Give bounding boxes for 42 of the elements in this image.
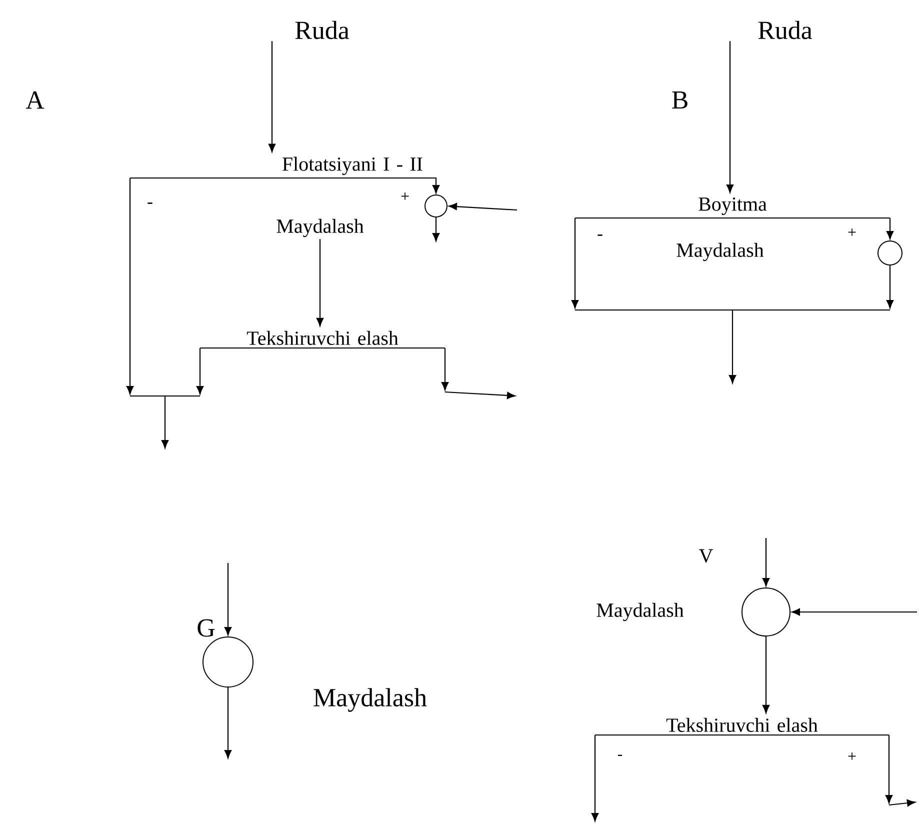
process-label: Maydalash: [676, 242, 764, 262]
node-caption: Maydalash: [314, 688, 427, 712]
flow-arrow: [224, 687, 232, 758]
flow-arrow: [762, 538, 770, 586]
collector-line: [575, 309, 890, 311]
node-caption: Maydalash: [596, 602, 684, 622]
flow-arrow: [885, 735, 916, 807]
flow-arrow: [316, 239, 324, 326]
collector-line: [130, 395, 200, 397]
flow-arrow: [126, 178, 134, 394]
flow-arrow: [448, 202, 518, 211]
panel-letter: A: [26, 91, 44, 109]
flow-arrow: [571, 218, 579, 308]
flow-arrow: [441, 348, 516, 400]
flow-arrow: [886, 265, 894, 308]
flow-arrow: [432, 217, 440, 242]
crusher-circle: [202, 636, 254, 688]
sign-label: +: [848, 228, 856, 236]
flow-arrow: [423, 177, 440, 194]
flow-arrow: [762, 636, 770, 714]
flow-arrow: [161, 396, 169, 448]
process-label: Maydalash: [276, 218, 364, 238]
crusher-circle: [424, 194, 448, 218]
sign-label: -: [618, 754, 622, 756]
flow-arrow: [268, 41, 276, 152]
process-label: Ruda: [295, 20, 350, 40]
panel-letter: B: [672, 91, 688, 109]
flow-arrow: [591, 735, 599, 822]
flow-arrow: [886, 218, 894, 240]
panel-letter: G: [198, 619, 215, 637]
flow-arrow: [792, 608, 917, 616]
flow-arrow: [728, 310, 736, 384]
crusher-circle: [742, 588, 790, 636]
crusher-circle: [878, 240, 902, 266]
sign-label: +: [848, 752, 856, 760]
sign-label: +: [401, 192, 409, 200]
process-label: Ruda: [758, 20, 812, 40]
panel-letter: V: [699, 549, 713, 563]
flow-arrow: [196, 348, 204, 394]
flow-arrow: [726, 41, 734, 193]
sign-label: -: [148, 202, 152, 204]
flow-arrow: [224, 563, 232, 636]
